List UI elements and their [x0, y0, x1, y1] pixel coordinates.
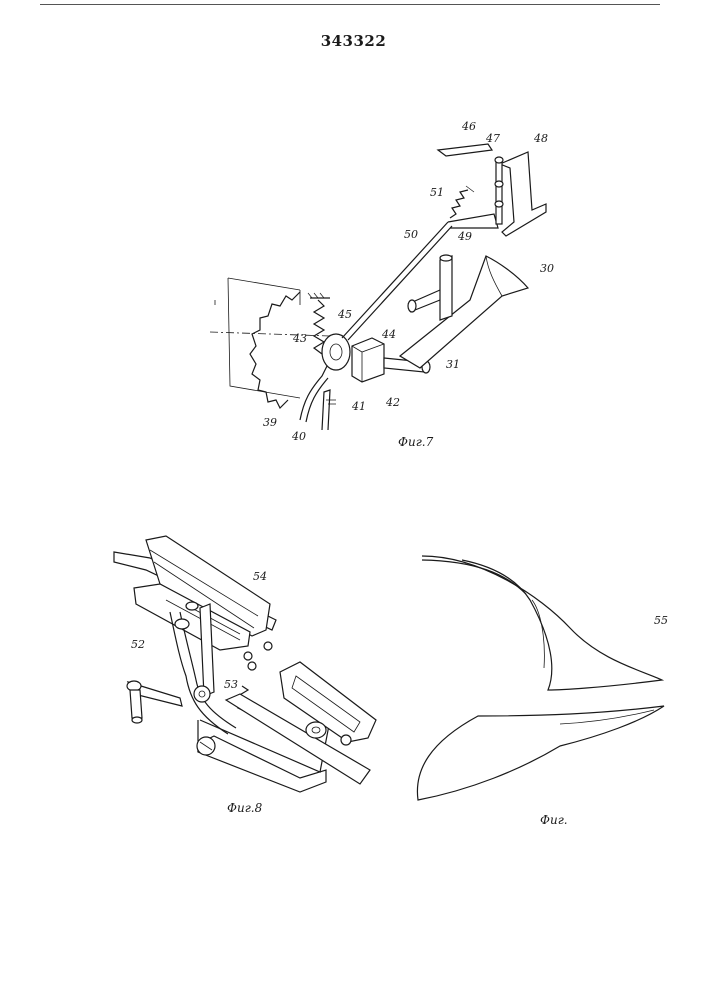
label-44: 44: [381, 328, 396, 341]
lever-49: [448, 214, 498, 228]
bracket-48: [500, 152, 546, 236]
label-51: 51: [430, 186, 444, 199]
post: [440, 256, 452, 320]
label-43: 43: [292, 332, 307, 345]
label-49: 49: [457, 230, 472, 243]
funnel-30: [400, 256, 528, 368]
label-48: 48: [533, 132, 548, 145]
caption-fig-7: Фиг.7: [398, 435, 434, 449]
label-52: 52: [131, 638, 145, 651]
label-53: 53: [224, 678, 238, 691]
label-54: 54: [253, 570, 267, 583]
label-47: 47: [485, 132, 500, 145]
blade-lower: [417, 706, 664, 800]
block-41-42: [352, 338, 384, 382]
figure-8: 54 52 53 Фиг.8: [114, 536, 376, 815]
spring-51: [450, 190, 468, 218]
figure-blade: 55 Фиг.: [417, 556, 668, 827]
label-40: 40: [291, 430, 306, 443]
roller: [306, 722, 326, 738]
label-42: 42: [385, 396, 400, 409]
rod-50: [342, 222, 448, 338]
cam-45: [322, 334, 350, 370]
wheel-53: [194, 686, 210, 702]
flag-46: [438, 144, 492, 156]
label-45: 45: [337, 308, 352, 321]
label-39: 39: [263, 416, 277, 429]
blade-55-top: [422, 556, 662, 690]
label-50: 50: [404, 228, 418, 241]
label-46: 46: [461, 120, 476, 133]
label-31: 31: [446, 358, 460, 371]
caption-fig-8: Фиг.8: [227, 801, 263, 815]
background-panel: [228, 278, 300, 398]
label-41: 41: [351, 400, 366, 413]
label-55: 55: [654, 614, 668, 627]
caption-fig-9: Фиг.: [540, 813, 568, 827]
figure-7: 46 47 48 51 49 50 30 31 45 44 43 41 42 3…: [210, 120, 554, 449]
label-30: 30: [540, 262, 554, 275]
